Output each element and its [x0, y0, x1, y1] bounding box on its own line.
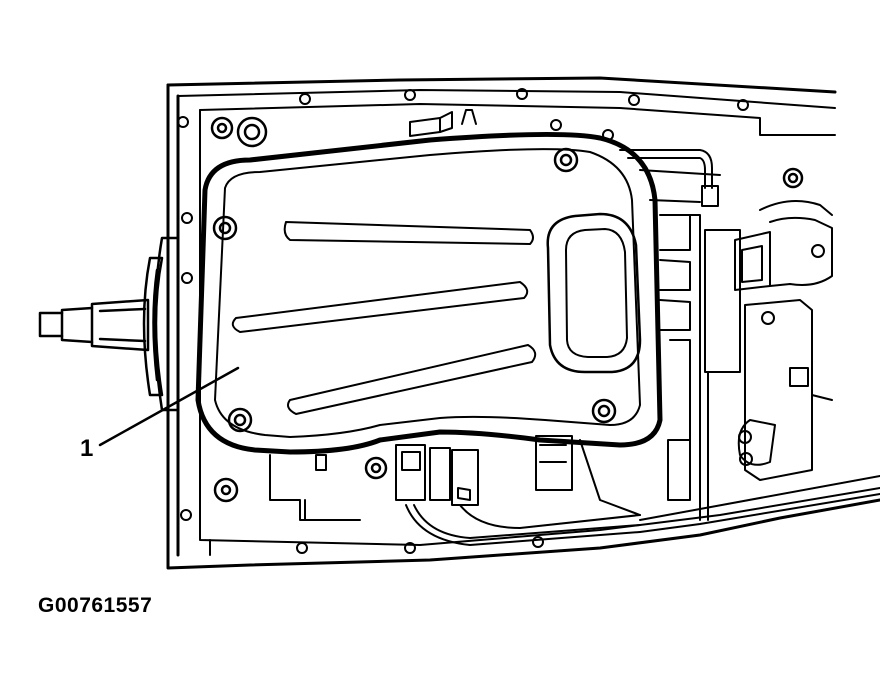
valve-body — [659, 200, 833, 521]
wiring-harness — [269, 435, 880, 546]
case-bolt-holes — [177, 88, 749, 554]
top-bracket — [409, 109, 721, 207]
oil-pan — [195, 131, 663, 455]
callout-label-1: 1 — [80, 435, 93, 462]
transmission-case — [166, 76, 880, 570]
pan-bolts — [212, 147, 617, 433]
callout-leader-line — [98, 366, 240, 447]
figure-id: G00761557 — [38, 594, 153, 617]
mount-bolts — [210, 116, 804, 503]
input-shaft — [38, 298, 150, 352]
